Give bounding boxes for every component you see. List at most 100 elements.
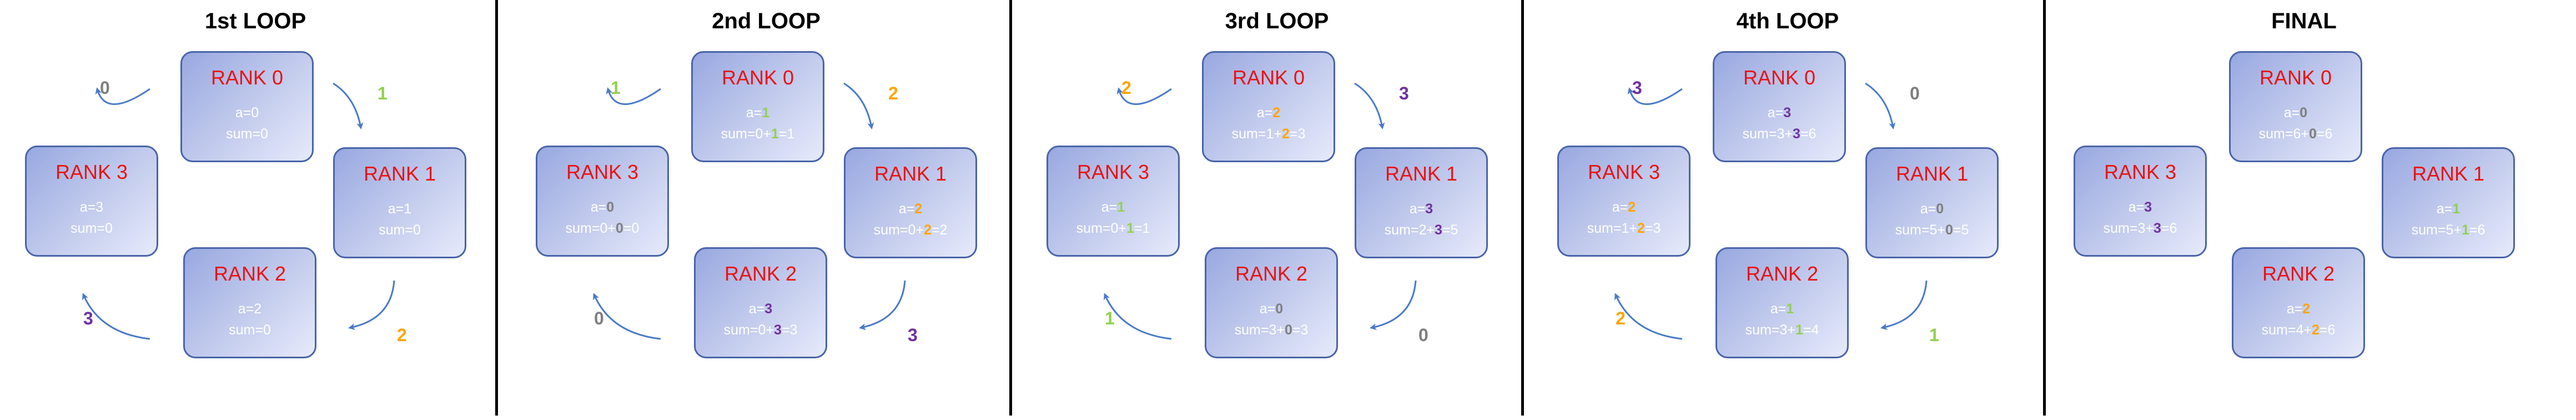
rank-a-value: a=3 [1356, 201, 1486, 217]
value-text: a= [748, 301, 765, 317]
rank-a-value: a=3 [1714, 105, 1844, 121]
value-text: a= [1920, 201, 1936, 217]
transfer-arrow [1865, 82, 1896, 129]
highlighted-value: 1 [1795, 322, 1803, 338]
ring-arrows [1104, 82, 1417, 340]
value-text: sum=3+ [1745, 322, 1795, 338]
rank-sum-value: sum=4+2=6 [2233, 322, 2363, 338]
highlighted-value: 2 [1272, 105, 1281, 121]
highlighted-value: 1 [1126, 221, 1134, 236]
value-text: a= [1767, 105, 1784, 121]
rank-a-value: a=1 [1717, 301, 1847, 317]
highlighted-value: 3 [1792, 126, 1800, 142]
value-text: sum=1+ [1231, 126, 1282, 142]
rank-sum-value: sum=3+1=4 [1717, 322, 1847, 338]
rank-title: RANK 3 [1076, 161, 1150, 183]
highlighted-value: 2 [914, 201, 923, 217]
highlighted-value: 0 [2300, 105, 2308, 121]
rank-sum-value: sum=3+0=3 [1206, 322, 1336, 338]
panel-title: 1st LOOP [204, 9, 306, 33]
arrow-label: 0 [100, 78, 110, 98]
arrow-label: 2 [888, 83, 898, 103]
arrow-label: 2 [397, 325, 407, 345]
rank-sum-value: sum=5+0=5 [1867, 222, 1997, 238]
rank-sum-value: sum=0+3=3 [696, 322, 826, 338]
value-text: =1 [778, 126, 795, 142]
value-text: sum=3+ [2103, 221, 2154, 236]
value-text: a= [1259, 301, 1276, 317]
value-text: sum=6+ [2258, 126, 2309, 142]
transfer-arrow [1354, 82, 1385, 129]
value-text: =0 [623, 221, 640, 236]
transfer-arrow [593, 293, 661, 340]
value-text: sum=3+ [1234, 322, 1285, 338]
value-text: sum=0 [379, 222, 421, 238]
rank-a-value: a=2 [1559, 199, 1689, 216]
value-text: a=3 [79, 199, 104, 215]
value-text: a= [1612, 199, 1628, 215]
value-text: 0 [251, 105, 259, 121]
ring-arrows [82, 82, 395, 340]
value-text: a=2 [238, 301, 262, 317]
highlighted-value: 0 [2308, 126, 2317, 142]
highlighted-value: 0 [1275, 301, 1284, 317]
rank-sum-value: sum=6+0=6 [2231, 126, 2361, 142]
panel-divider [1009, 0, 1012, 416]
rank-title: RANK 0 [2259, 66, 2332, 89]
value-text: sum=0+ [721, 126, 771, 142]
transfer-arrow [95, 87, 150, 105]
panel-title: 4th LOOP [1736, 9, 1839, 33]
highlighted-value: 3 [1783, 105, 1792, 121]
rank-a-value: a=1 [335, 201, 465, 217]
rank-title: RANK 2 [213, 262, 286, 285]
rank-sum-value: sum=3+3=6 [2075, 221, 2205, 237]
rank-sum-value: sum=0 [335, 222, 465, 238]
ring-arrows [593, 82, 906, 340]
value-text: sum=4+ [2261, 322, 2312, 338]
value-text: sum=3+ [1742, 126, 1793, 142]
rank-sum-value: sum=2+3=5 [1356, 222, 1486, 238]
highlighted-value: 3 [1434, 222, 1442, 238]
rank-a-value: a=3 [696, 301, 826, 317]
rank-sum-value: sum=1+2=3 [1204, 126, 1334, 142]
value-text: a= [2283, 105, 2300, 121]
rank-title: RANK 2 [2262, 262, 2335, 285]
highlighted-value: 1 [771, 126, 779, 142]
highlighted-value: 1 [2461, 222, 2469, 238]
value-text: =1 [1134, 221, 1150, 236]
panel-divider [2043, 0, 2046, 416]
value-text: sum=0+ [1076, 221, 1126, 236]
highlighted-value: 0 [1945, 222, 1953, 238]
transfer-arrow [1627, 87, 1683, 105]
rank-title: RANK 0 [1743, 66, 1816, 89]
value-text: a= [235, 105, 251, 121]
arrow-label: 0 [1910, 83, 1920, 103]
rank-a-value: a=1 [2383, 201, 2513, 217]
rank-a-value: a=2 [185, 301, 315, 317]
rank-a-value: a=1 [1048, 199, 1178, 216]
highlighted-value: 0 [1284, 322, 1292, 338]
rank-a-value: a=0 [1206, 301, 1336, 317]
highlighted-value: 2 [1628, 199, 1636, 215]
rank-title: RANK 3 [1587, 161, 1661, 183]
arrow-label: 3 [1399, 83, 1409, 103]
value-text: a=1 [388, 201, 412, 217]
value-text: sum=0+ [873, 222, 924, 238]
arrow-label: 0 [1418, 325, 1428, 345]
transfer-arrow [606, 87, 661, 105]
rank-a-value: a=1 [693, 105, 823, 121]
arrow-label: 1 [1929, 325, 1939, 345]
panel-title: 2nd LOOP [712, 9, 821, 33]
rank-a-value: a=0 [182, 105, 312, 121]
arrow-label: 3 [908, 325, 918, 345]
rank-sum-value: sum=0 [182, 126, 312, 142]
